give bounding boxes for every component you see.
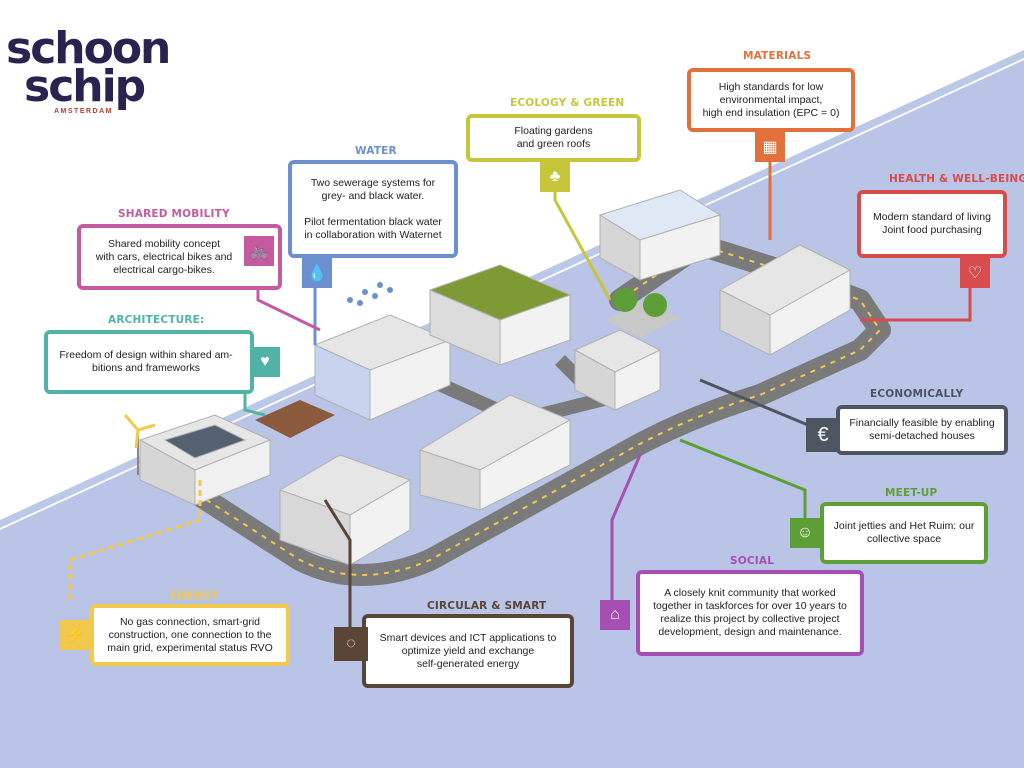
- jetty-lights: [159, 243, 882, 576]
- category-economically: ECONOMICALLY: [870, 388, 964, 400]
- connector-social: [610, 454, 642, 615]
- info-text-energy: No gas connection, smart-grid constructi…: [107, 615, 273, 654]
- institution-icon: ⌂: [600, 600, 630, 630]
- info-text-water: Two sewerage systems for grey- and black…: [304, 176, 442, 241]
- category-circular: CIRCULAR & SMART: [427, 600, 547, 612]
- category-meetup: MEET-UP: [885, 487, 938, 499]
- category-architecture: ARCHITECTURE:: [108, 314, 205, 326]
- water-drops: [347, 282, 393, 306]
- house-right: [718, 244, 852, 356]
- house-large: [418, 394, 572, 511]
- info-text-circular: Smart devices and ICT applications to op…: [379, 631, 557, 670]
- info-text-social: A closely knit community that worked tog…: [653, 587, 847, 638]
- info-text-architecture: Freedom of design within shared am- biti…: [59, 349, 233, 374]
- info-box-architecture: Freedom of design within shared am- biti…: [44, 330, 254, 394]
- house-wifi: [278, 454, 412, 566]
- cargo-bike-icon: 🚲: [244, 236, 274, 266]
- info-text-economically: Financially feasible by enabling semi-de…: [849, 417, 995, 442]
- wind-turbine: [123, 414, 156, 475]
- euro-icon: €: [806, 418, 840, 452]
- water-drop-icon: 💧: [302, 258, 332, 288]
- info-box-energy: No gas connection, smart-grid constructi…: [90, 604, 290, 666]
- house-greenhouse: [598, 189, 722, 281]
- logo-line-1: schoon: [6, 23, 171, 74]
- info-box-health: Modern standard of living Joint food pur…: [857, 190, 1007, 258]
- connector-energy: [68, 480, 202, 600]
- info-box-economically: Financially feasible by enabling semi-de…: [836, 405, 1008, 455]
- info-text-shared-mobility: Shared mobility concept with cars, elect…: [95, 237, 233, 276]
- logo: schoon schip AMSTERDAM: [6, 23, 171, 120]
- info-box-social: A closely knit community that worked tog…: [636, 570, 864, 656]
- logo-line-2: schip: [24, 61, 146, 112]
- category-shared-mobility: SHARED MOBILITY: [118, 208, 230, 220]
- group-icon: ☺: [790, 518, 820, 548]
- connector-meetup: [679, 438, 807, 530]
- heart-pulse-icon: ♡: [960, 258, 990, 288]
- info-text-ecology: Floating gardens and green roofs: [514, 125, 593, 150]
- category-social: SOCIAL: [730, 555, 775, 567]
- info-box-water: Two sewerage systems for grey- and black…: [288, 160, 458, 258]
- info-text-health: Modern standard of living Joint food pur…: [873, 211, 991, 236]
- category-ecology: ECOLOGY & GREEN: [510, 97, 625, 109]
- tree-icon: ♣: [540, 162, 570, 192]
- category-health: HEALTH & WELL-BEING: [889, 173, 1024, 185]
- category-energy: ENERGY: [170, 590, 219, 602]
- bricks-icon: ▦: [755, 132, 785, 162]
- category-water: WATER: [355, 145, 397, 157]
- info-box-materials: High standards for low environmental imp…: [687, 68, 855, 132]
- recycle-icon: ◌: [334, 627, 368, 661]
- connector-economically: [699, 378, 821, 432]
- house-green-roof: [428, 264, 572, 366]
- info-box-circular: Smart devices and ICT applications to op…: [362, 614, 574, 688]
- house-solar: [138, 414, 272, 506]
- heart-hands-icon: ♥: [250, 347, 280, 377]
- info-text-materials: High standards for low environmental imp…: [702, 80, 840, 119]
- floating-garden: [255, 288, 680, 438]
- house-blue: [313, 314, 452, 421]
- logo-line-3: AMSTERDAM: [54, 108, 113, 115]
- house-center: [573, 329, 662, 411]
- info-text-meetup: Joint jetties and Het Ruim: our collecti…: [833, 520, 975, 545]
- connector-circular: [323, 499, 352, 630]
- lightning-icon: ⚡: [60, 620, 90, 650]
- info-box-meetup: Joint jetties and Het Ruim: our collecti…: [820, 502, 988, 564]
- info-box-ecology: Floating gardens and green roofs: [466, 114, 641, 162]
- category-materials: MATERIALS: [743, 50, 812, 62]
